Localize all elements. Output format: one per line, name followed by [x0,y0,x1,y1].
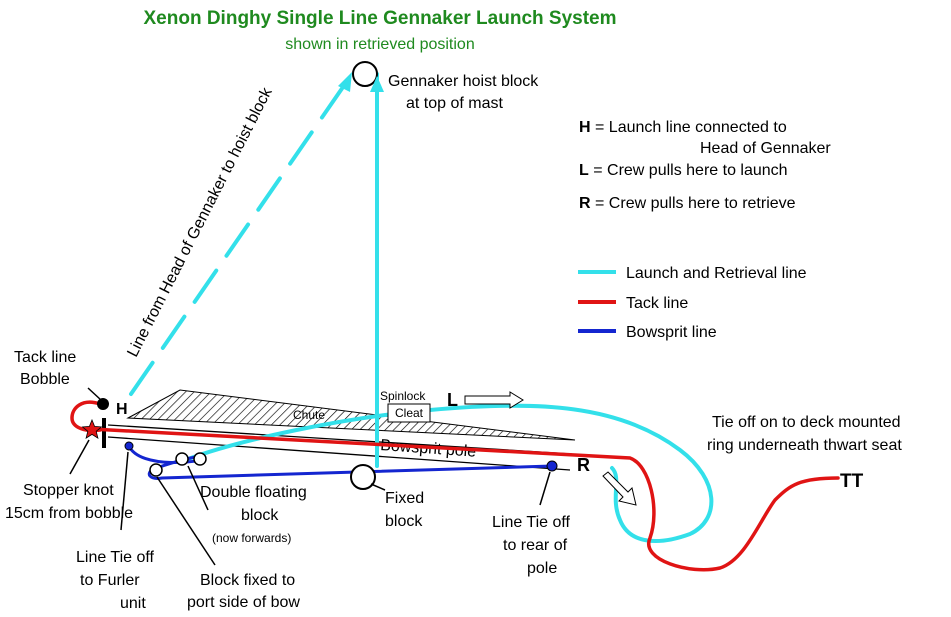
retrieve-arrow-icon [602,471,637,506]
double-block-label-3: (now forwards) [212,531,291,545]
double-block-label-2: block [241,507,279,524]
pointer-stopper [69,439,90,475]
fixed-block-label-2: block [385,513,423,530]
stopper-label-1: Stopper knot [23,482,114,499]
tie-rear-label-3: pole [527,560,557,577]
fixed-block-icon [350,464,376,490]
pointer-fixed-block [370,483,386,491]
r-mark: R [577,455,590,475]
double-block-icon-a [175,452,189,466]
tie-furler-label-2: to Furler [80,572,140,589]
spinlock-label: Spinlock [380,389,426,403]
hoist-block-icon [352,61,378,87]
tack-line [90,427,840,572]
cleat-label: Cleat [395,406,424,420]
mast-arrowhead-icon [370,76,384,92]
hoist-block-label-1: Gennaker hoist block [388,73,539,90]
key-item-l: L = Crew pulls here to launch [579,162,788,179]
diag-line-label: Line from Head of Gennaker to hoist bloc… [124,84,276,360]
pointer-double-block [187,465,209,511]
furler-tie-off-dot [124,441,134,451]
diagram-subtitle: shown in retrieved position [285,36,474,53]
key-item-h: H = Launch line connected to [579,119,787,136]
hoist-arrowhead-icon [338,72,352,92]
key: H = Launch line connected to Head of Gen… [579,119,831,212]
block-port-label-1: Block fixed to [200,572,295,589]
legend-label-tack: Tack line [626,295,688,312]
legend: Launch and Retrieval line Tack line Bows… [578,265,807,341]
tt-label: TT [840,471,864,492]
rear-pole-tie-off-dot [546,460,558,472]
tie-rear-label-2: to rear of [503,537,568,554]
legend-label-bowsprit: Bowsprit line [626,324,717,341]
stopper-knot-star-icon [81,418,103,439]
hoist-block-label-2: at top of mast [406,95,503,112]
l-mark: L [447,390,458,410]
chute-label: Chute [293,408,325,422]
double-block-label-1: Double floating [200,484,307,501]
head-to-hoist-dashed-line [129,72,354,396]
fixed-block-label-1: Fixed [385,490,424,507]
pointer-tack-bobble [87,387,102,401]
cleat-box [387,403,431,423]
diagram-title: Xenon Dinghy Single Line Gennaker Launch… [144,8,617,29]
legend-label-launch: Launch and Retrieval line [626,265,807,282]
pointer-furler [120,451,129,531]
tack-bobble-label-1: Tack line [14,349,76,366]
key-item-h-cont: Head of Gennaker [700,140,831,157]
deck-ring-label-2: ring underneath thwart seat [707,437,902,454]
pointer-port-block [156,476,216,566]
launch-loop-line [186,403,714,544]
tie-furler-label-3: unit [120,595,146,612]
bowsprit-pole-bottom [107,436,571,471]
launch-arrow-icon [464,391,524,409]
tie-rear-label-1: Line Tie off [492,514,571,531]
tie-furler-label-1: Line Tie off [76,549,155,566]
h-mark: H [116,401,128,418]
block-port-label-2: port side of bow [187,594,300,611]
port-block-icon [149,463,163,477]
key-item-r: R = Crew pulls here to retrieve [579,195,796,212]
double-block-icon-b [193,452,207,466]
tack-bobble-icon [97,398,109,410]
stopper-label-2: 15cm from bobble [5,505,133,522]
tack-bobble-label-2: Bobble [20,371,70,388]
pointer-rear-tie [539,471,551,506]
deck-ring-label-1: Tie off on to deck mounted [712,414,901,431]
